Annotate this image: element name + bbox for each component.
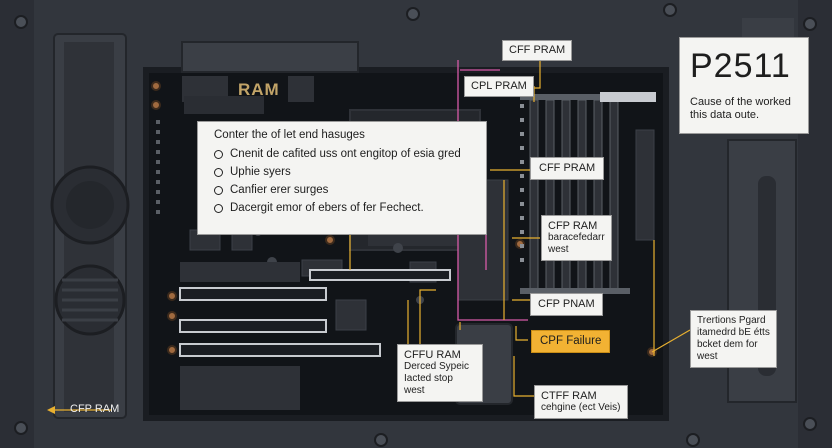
- info-item: Dacergit emor of ebers of fer Fechect.: [214, 202, 470, 214]
- error-description: Cause of the worked this data oute.: [690, 96, 791, 121]
- callout-right: Trertions Pgard itamedrd bE étts bcket d…: [690, 310, 777, 368]
- callout-failure: CPF Failure: [531, 330, 611, 353]
- callout-mid-2: CFP RAM baracefedarr west: [541, 215, 612, 261]
- info-panel: Conter the of let end hasuges Cnenit de …: [197, 121, 487, 235]
- info-item: Cnenit de cafited uss ont engitop of esi…: [214, 148, 470, 160]
- callout-top-1: CFF PRAM: [502, 40, 573, 61]
- callout-bottom: CTFF RAM cehgine (ect Veis): [534, 385, 628, 419]
- info-panel-heading: Conter the of let end hasuges: [214, 129, 365, 141]
- callout-mid-1: CFF PRAM: [530, 157, 605, 180]
- circle-bullet-icon: [214, 185, 223, 195]
- callout-top-2: CPL PRAM: [464, 76, 534, 97]
- info-item: Canfier erer surges: [214, 184, 470, 196]
- error-code-panel: P2511 Cause of the worked this data oute…: [679, 37, 809, 134]
- callout-mid-3: CFP PNAM: [530, 293, 603, 316]
- circle-bullet-icon: [214, 149, 223, 159]
- error-code: P2511: [690, 47, 791, 85]
- circle-bullet-icon: [214, 167, 223, 177]
- board-title: RAM: [238, 80, 280, 99]
- circle-bullet-icon: [214, 203, 223, 213]
- callout-corner: CFP RAM: [70, 403, 120, 415]
- info-item: Uphie syers: [214, 166, 470, 178]
- callout-left: CFFU RAM Derced Sypeic Iacted stop west: [397, 344, 483, 402]
